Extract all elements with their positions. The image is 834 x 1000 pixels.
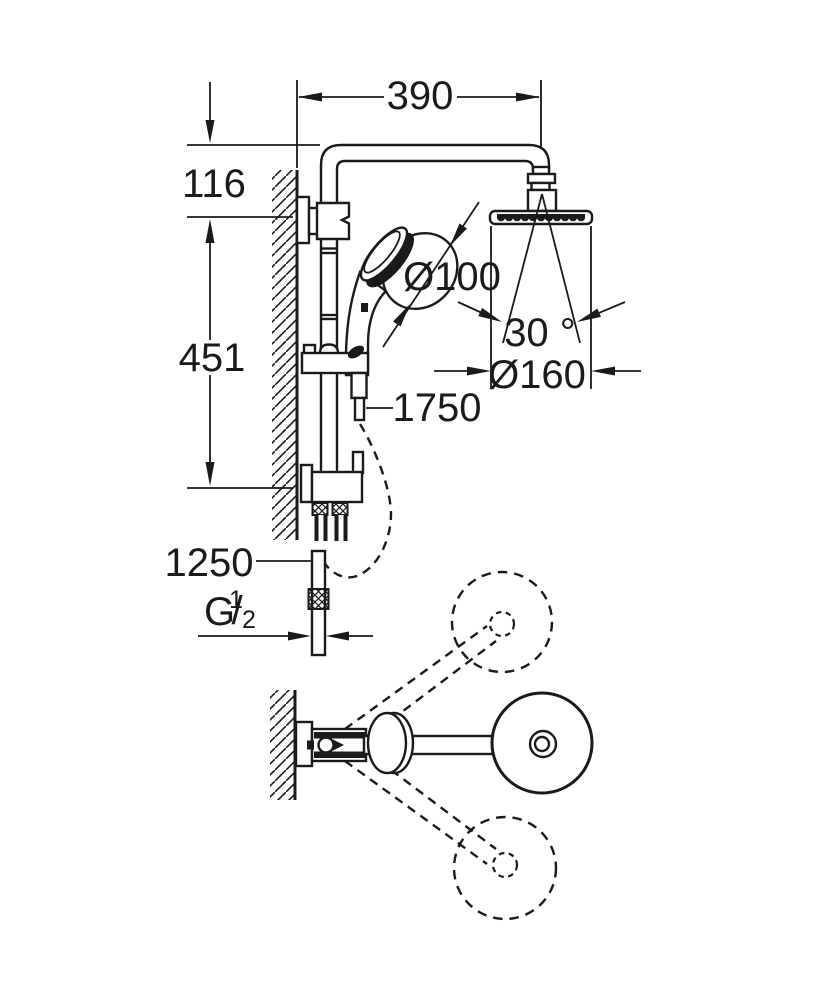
upper-wall-bracket (295, 195, 351, 245)
swivel-circles (450, 570, 558, 921)
head-shower-front (488, 165, 594, 344)
supply-connection: 1250 G 1 / 2 (165, 541, 373, 657)
dimension-spray-angle: 30 ° (457, 301, 626, 355)
dimension-rail-span: 451 (179, 219, 293, 489)
dim-1750-label: 1750 (393, 386, 482, 430)
dim-390-label: 390 (387, 74, 454, 118)
wall-front (272, 170, 299, 540)
dimension-hand-diameter: Ø100 (382, 201, 501, 348)
spray-cone-right (541, 193, 581, 344)
thread-slash: / (231, 589, 243, 633)
dim-1250-label: 1250 (165, 541, 254, 585)
dimension-top-offset: 116 (182, 82, 320, 218)
bottom-fitting (299, 450, 365, 541)
wall-plan (270, 690, 297, 800)
dim-d160-label: Ø160 (488, 353, 586, 397)
thread-numerator: 1 (229, 586, 243, 614)
shower-arm-plan (362, 691, 594, 795)
dim-30deg-label: 30 ° (504, 311, 576, 355)
front-view: 390 116 451 (165, 74, 641, 657)
label-hose-length: 1750 (366, 386, 481, 430)
dimension-top-width: 390 (296, 74, 542, 168)
dim-d100-label: Ø100 (403, 255, 501, 299)
thread-letter: G (204, 590, 235, 634)
swivel-positions (344, 625, 497, 865)
dimension-thread: G 1 / 2 (198, 586, 373, 641)
dim-116-label: 116 (182, 162, 246, 206)
spray-cone-left (502, 193, 543, 344)
plan-view (270, 570, 594, 921)
wall-mount-plan (294, 720, 368, 768)
shower-hose (319, 371, 393, 579)
dim-451-label: 451 (179, 336, 246, 380)
dimension-head-diameter: Ø160 (434, 226, 641, 397)
thread-denominator: 2 (242, 606, 256, 634)
rail-slider (300, 343, 370, 375)
